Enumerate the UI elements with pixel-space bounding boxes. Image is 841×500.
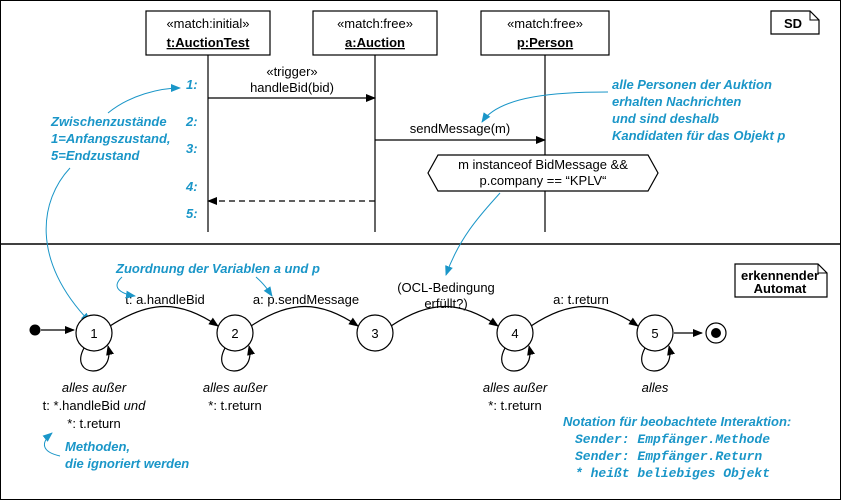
sd-state-3: 3:: [186, 141, 198, 156]
svg-text:2: 2: [231, 326, 238, 341]
transition-2-3: a: p.sendMessage: [250, 292, 359, 327]
automat-state-1: 1: [75, 314, 113, 352]
message-sendmessage: sendMessage(m): [375, 121, 546, 144]
message-label: sendMessage(m): [410, 121, 510, 136]
lifeline-name: t:AuctionTest: [167, 35, 250, 50]
condition-box: m instanceof BidMessage && p.company == …: [427, 154, 659, 192]
condition-line-2: p.company == “KPLV“: [480, 173, 607, 188]
automat-label-box: erkennender Automat: [734, 263, 828, 298]
transition-4-5: a: t.return: [530, 292, 639, 327]
svg-text:5: 5: [651, 326, 658, 341]
sd-state-2: 2:: [185, 114, 198, 129]
svg-text:alles: alles: [642, 380, 669, 395]
sd-label-box: SD: [770, 10, 820, 35]
svg-text:Methoden,: Methoden,: [65, 439, 130, 454]
svg-text:3: 3: [371, 326, 378, 341]
svg-text:1=Anfangszustand,: 1=Anfangszustand,: [51, 131, 171, 146]
note-arrow: [255, 276, 273, 297]
svg-text:t: *.handleBid und: t: *.handleBid und: [43, 398, 146, 413]
automat-state-2: 2: [216, 314, 254, 352]
note-zuordnung: Zuordnung der Variablen a und p: [115, 261, 320, 276]
self-loop-1: alles außer t: *.handleBid und *: t.retu…: [43, 345, 146, 431]
svg-text:5=Endzustand: 5=Endzustand: [51, 148, 141, 163]
note-arrow: [481, 91, 609, 123]
message-label: handleBid(bid): [250, 80, 334, 95]
lifeline-stereotype: «match:free»: [337, 16, 413, 31]
lifeline-person: «match:free» p:Person: [480, 10, 610, 232]
sd-label: SD: [784, 16, 802, 31]
transition-1-2: t: a.handleBid: [109, 292, 219, 327]
svg-text:t: a.handleBid: t: a.handleBid: [125, 292, 205, 307]
note-arrow: [45, 167, 91, 323]
note-methoden: Methoden, die ignoriert werden: [65, 439, 189, 471]
svg-text:*: t.return: *: t.return: [208, 398, 261, 413]
svg-text:erhalten Nachrichten: erhalten Nachrichten: [612, 94, 741, 109]
self-loop-2: alles außer *: t.return: [203, 345, 268, 413]
svg-text:alles außer: alles außer: [483, 380, 548, 395]
svg-text:und sind deshalb: und sind deshalb: [612, 111, 719, 126]
svg-text:*: t.return: *: t.return: [488, 398, 541, 413]
lifeline-auction: «match:free» a:Auction: [312, 10, 438, 232]
note-arrow: [107, 84, 181, 114]
svg-text:Zwischenzustände: Zwischenzustände: [50, 114, 167, 129]
automat-state-3: 3: [356, 314, 394, 352]
svg-text:Sender: Empfänger.Return: Sender: Empfänger.Return: [575, 449, 762, 464]
note-arrow: [445, 192, 501, 276]
initial-state: [29, 324, 41, 336]
svg-text:4: 4: [511, 326, 518, 341]
svg-text:(OCL-Bedingung: (OCL-Bedingung: [397, 280, 495, 295]
lifeline-stereotype: «match:free»: [507, 16, 583, 31]
svg-text:Automat: Automat: [754, 281, 807, 296]
svg-text:* heißt beliebiges Objekt: * heißt beliebiges Objekt: [575, 466, 770, 481]
lifeline-stereotype: «match:initial»: [166, 16, 249, 31]
final-state: [705, 322, 727, 344]
sd-state-5: 5:: [186, 206, 198, 221]
sd-state-1: 1:: [186, 77, 198, 92]
note-notation: Notation für beobachtete Interaktion: Se…: [563, 414, 791, 481]
sd-state-4: 4:: [185, 179, 198, 194]
svg-text:alles außer: alles außer: [203, 380, 268, 395]
svg-text:erkennender: erkennender: [741, 268, 819, 283]
svg-text:a: p.sendMessage: a: p.sendMessage: [253, 292, 359, 307]
svg-text:alle Personen der Auktion: alle Personen der Auktion: [612, 77, 772, 92]
automat-state-4: 4: [496, 314, 534, 352]
note-personen: alle Personen der Auktion erhalten Nachr…: [612, 77, 785, 143]
svg-text:a: t.return: a: t.return: [553, 292, 609, 307]
svg-text:Notation für beobachtete Inter: Notation für beobachtete Interaktion:: [563, 414, 791, 429]
lifeline-name: a:Auction: [345, 35, 405, 50]
trigger-stereotype: «trigger»: [266, 64, 317, 79]
note-zwischenzustaende: Zwischenzustände 1=Anfangszustand, 5=End…: [50, 114, 171, 163]
message-handlebid: «trigger» handleBid(bid): [208, 64, 376, 102]
svg-text:1: 1: [90, 326, 97, 341]
condition-line-1: m instanceof BidMessage &&: [458, 157, 628, 172]
lifeline-name: p:Person: [517, 35, 573, 50]
svg-text:Sender: Empfänger.Methode: Sender: Empfänger.Methode: [575, 432, 770, 447]
note-arrow: [116, 276, 136, 299]
svg-text:Kandidaten für das Objekt p: Kandidaten für das Objekt p: [612, 128, 785, 143]
svg-text:*: t.return: *: t.return: [67, 416, 120, 431]
self-loop-5: alles: [641, 345, 675, 395]
svg-text:die ignoriert werden: die ignoriert werden: [65, 456, 189, 471]
automat-state-5: 5: [636, 314, 674, 352]
svg-text:erfüllt?): erfüllt?): [424, 296, 467, 311]
svg-text:alles außer: alles außer: [62, 380, 127, 395]
transition-3-4: (OCL-Bedingung erfüllt?): [390, 280, 499, 327]
note-arrow: [42, 432, 61, 457]
self-loop-4: alles außer *: t.return: [483, 345, 548, 413]
